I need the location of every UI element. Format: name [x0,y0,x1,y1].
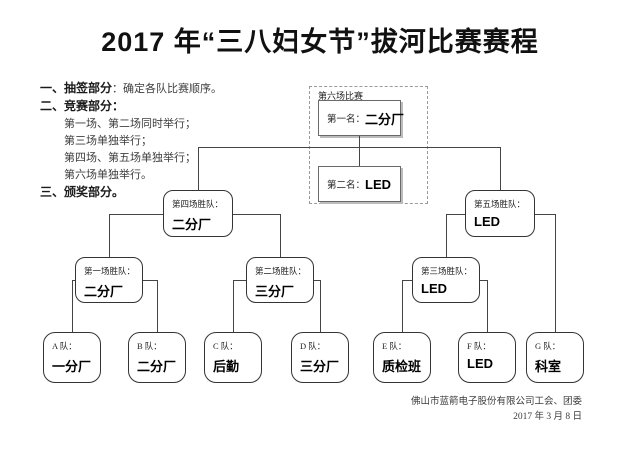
connector-line [487,280,488,332]
round1-match3-winner: LED [421,281,447,296]
connector-line [143,280,157,281]
first-place-label: 第一名： [327,115,366,125]
semifinal-match5-winner: LED [474,214,500,229]
connector-line [402,280,403,332]
semifinal-match4-winner: 二分厂 [172,217,212,232]
connector-line [320,280,321,332]
semifinal-box-match5: 第五场胜队： LED [465,190,535,237]
connector-line [280,214,281,257]
semifinal-box-match4: 第四场胜队： 二分厂 [163,190,233,237]
team-box-g: G 队： 科室 [526,332,584,383]
team-box-e: E 队： 质检班 [373,332,431,383]
team-box-b: B 队： 二分厂 [128,332,186,383]
round1-match1-winner: 二分厂 [84,284,124,299]
team-b-name: 二分厂 [137,359,177,374]
note-compete-label: 二、竞赛部分： [40,99,125,113]
connector-line [500,147,501,190]
connector-line [233,280,234,332]
connector-line [535,214,555,215]
connector-line [233,280,246,281]
team-f-name: LED [467,356,493,371]
second-place-label: 第二名： [327,181,366,191]
connector-line [314,280,320,281]
team-b-label: B 队： [137,341,162,351]
note-compete: 二、竞赛部分： [40,97,124,115]
note-sub-2: 第三场单独举行； [64,135,152,147]
connector-line [402,280,412,281]
final-group-label: 第六场比赛 [318,91,364,101]
team-box-d: D 队： 三分厂 [291,332,349,383]
connector-line [446,214,447,257]
final-group-box [309,86,428,204]
connector-line [359,136,360,166]
connector-line [480,280,487,281]
connector-line [157,280,158,332]
team-box-f: F 队： LED [458,332,516,383]
team-d-name: 三分厂 [300,359,340,374]
page-title: 2017 年“三八妇女节”拔河比赛赛程 [101,27,539,57]
team-box-a: A 队： 一分厂 [43,332,101,383]
team-c-name: 后勤 [213,359,240,374]
connector-line [555,214,556,332]
team-f-label: F 队： [467,341,491,351]
round1-box-match1: 第一场胜队： 二分厂 [75,257,143,303]
round1-box-match2: 第二场胜队： 三分厂 [246,257,314,303]
connector-line [72,280,73,332]
connector-line [233,214,280,215]
connector-line [109,214,163,215]
team-a-label: A 队： [52,341,77,351]
round1-match2-label: 第二场胜队： [255,266,307,276]
round1-match3-label: 第三场胜队： [421,266,473,276]
team-a-name: 一分厂 [52,359,92,374]
connector-line [446,214,465,215]
first-place-name: 二分厂 [365,111,405,127]
connector-line [109,214,110,257]
semifinal-match5-label: 第五场胜队： [474,199,526,209]
second-place-box: 第二名：LED [318,166,401,202]
round1-box-match3: 第三场胜队： LED [412,257,480,303]
footer-date: 2017 年 3 月 8 日 [513,412,582,422]
first-place-box: 第一名：二分厂 [318,100,405,136]
second-place-name: LED [365,176,392,192]
team-box-c: C 队： 后勤 [204,332,262,383]
connector-line [72,280,75,281]
team-g-label: G 队： [535,341,561,351]
note-award: 三、颁奖部分。 [40,183,124,201]
note-sub-3: 第四场、第五场单独举行； [64,152,196,164]
note-sub-4: 第六场单独举行。 [64,169,152,181]
team-g-name: 科室 [535,359,562,374]
note-sub-1: 第一场、第二场同时举行； [64,118,196,130]
team-e-name: 质检班 [382,359,422,374]
note-draw-text: ：确定各队比赛顺序。 [112,83,223,95]
semifinal-match4-label: 第四场胜队： [172,199,224,209]
note-draw-label: 一、抽签部分 [40,81,113,95]
round1-match1-label: 第一场胜队： [84,266,136,276]
round1-match2-winner: 三分厂 [255,284,295,299]
team-d-label: D 队： [300,341,326,351]
note-award-label: 三、颁奖部分。 [40,185,125,199]
team-c-label: C 队： [213,341,238,351]
connector-line [198,147,501,148]
team-e-label: E 队： [382,341,407,351]
footer-organizer: 佛山市蓝箭电子股份有限公司工会、团委 [410,397,582,407]
connector-line [198,147,199,190]
note-draw: 一、抽签部分：确定各队比赛顺序。 [40,79,222,97]
